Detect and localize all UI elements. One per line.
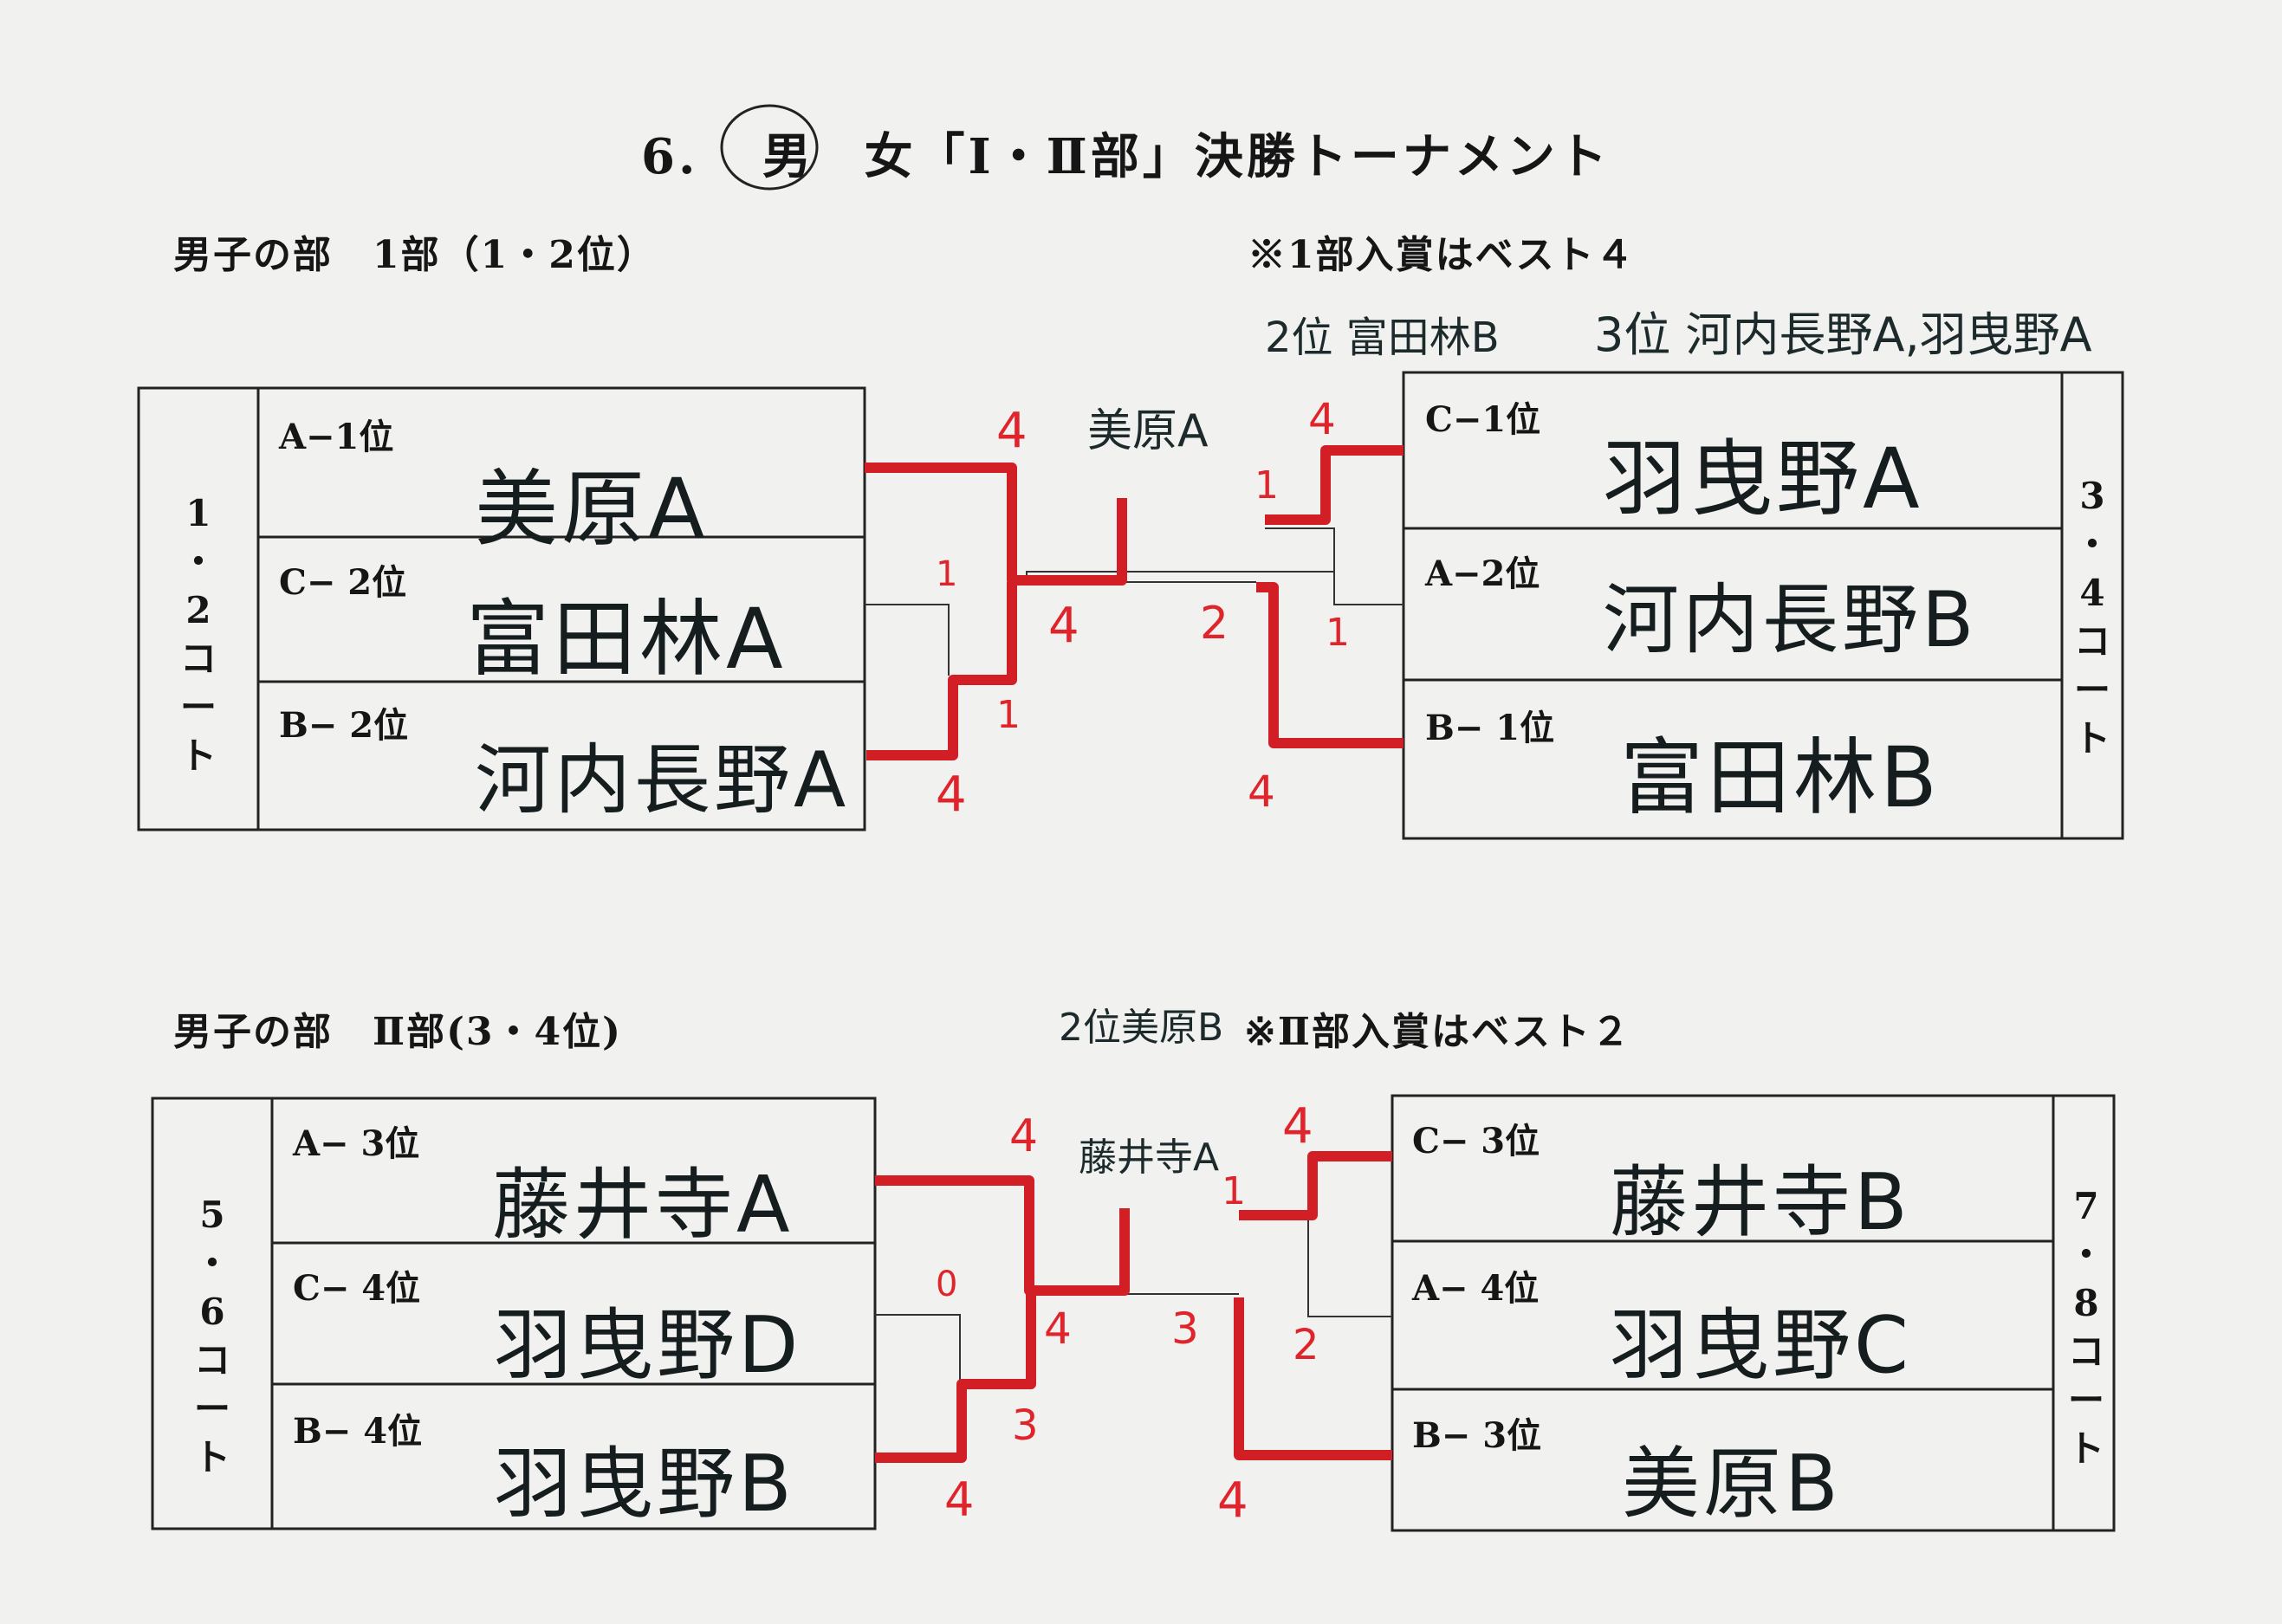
- d2-left-seed-2: C− 4位: [293, 1268, 421, 1309]
- d1-right-winner-path: [1256, 582, 1404, 748]
- d2-score-l-bot-up: 3: [1012, 1401, 1039, 1450]
- d2-left-team-2: 羽曳野D: [494, 1300, 802, 1391]
- d2-result-2nd: 2位美原B: [1059, 1006, 1224, 1050]
- d2-right-seed-2: A− 4位: [1412, 1268, 1540, 1309]
- d1-right-team-2: 河内長野B: [1603, 575, 1978, 664]
- d2-score-r-mid2: 2: [1293, 1321, 1319, 1369]
- d1-right-team-3: 富田林B: [1620, 729, 1941, 826]
- d1-left-team-3: 河内長野A: [475, 735, 850, 825]
- d2-right-table: [1391, 1094, 2116, 1532]
- d1-left-seed-1: A−1位: [279, 417, 394, 457]
- d1-score-l-top: 4: [996, 403, 1028, 459]
- d1-score-r-mid2: 1: [1326, 611, 1350, 655]
- d1-result-2nd: 2位 富田林B: [1265, 314, 1500, 362]
- d2-score-r-final: 3: [1171, 1304, 1199, 1354]
- d2-right-team-2: 羽曳野C: [1610, 1300, 1912, 1391]
- d2-score-r-top: 4: [1282, 1098, 1313, 1155]
- d1-result-3rd: 3位 河内長野A,羽曳野A: [1594, 307, 2092, 362]
- d1-left-team-1: 美原A: [475, 461, 709, 558]
- d2-left-team-3: 羽曳野B: [494, 1439, 795, 1530]
- title-men: 男: [762, 128, 814, 185]
- d2-right-winner-path: [1234, 1297, 1392, 1460]
- title-number: 6.: [641, 128, 699, 185]
- d1-left-team-2: 富田林A: [466, 591, 787, 688]
- d1-right-seed-3: B− 1位: [1425, 708, 1555, 748]
- d1-right-seed-2: A−2位: [1425, 553, 1540, 594]
- d2-left-table: [151, 1097, 877, 1530]
- d2-score-l-mid: 0: [936, 1265, 958, 1304]
- d1-right-seed-1: C−1位: [1425, 399, 1541, 440]
- d1-left-seed-2: C− 2位: [279, 562, 407, 603]
- d2-score-r-bot: 4: [1217, 1472, 1248, 1529]
- d2-right-seed-1: C− 3位: [1412, 1121, 1540, 1161]
- d1-score-r-final: 2: [1200, 598, 1229, 650]
- d2-left-team-1: 藤井寺A: [492, 1160, 794, 1251]
- d1-right-team-1: 羽曳野A: [1603, 430, 1923, 527]
- d2-note: ※Ⅱ部入賞はベスト２: [1244, 1010, 1631, 1054]
- d2-right-team-3: 美原B: [1622, 1439, 1842, 1530]
- d2-right-seed-3: B− 3位: [1412, 1415, 1542, 1456]
- title-women: 女「Ⅰ・Ⅱ部」決勝トーナメント: [864, 128, 1611, 185]
- d1-score-r-mid1: 1: [1254, 463, 1279, 508]
- d2-score-l-bot: 4: [944, 1472, 975, 1527]
- d1-score-l-bot: 4: [936, 767, 967, 823]
- d2-score-r-mid1: 1: [1222, 1169, 1246, 1213]
- d1-heading: 男子の部 1部（1・2位）: [173, 233, 657, 277]
- d1-left-table: [137, 386, 866, 831]
- d1-left-seed-3: B− 2位: [279, 705, 409, 746]
- page-title: 6. 男 女「Ⅰ・Ⅱ部」決勝トーナメント: [641, 118, 1611, 188]
- d1-score-l-final: 4: [1048, 598, 1079, 654]
- d2-left-seed-1: A− 3位: [293, 1123, 420, 1164]
- d1-score-r-top: 4: [1308, 394, 1336, 444]
- d2-left-winner-path: [875, 1175, 1130, 1296]
- d2-heading: 男子の部 Ⅱ部(3・4位): [173, 1010, 622, 1054]
- d1-left-winner-path: [865, 463, 1127, 586]
- d1-score-r-bot: 4: [1248, 767, 1275, 817]
- d2-right-team-1: 藤井寺B: [1610, 1157, 1911, 1248]
- selected-men-circle: [720, 104, 819, 191]
- d1-score-l-bot-up: 1: [996, 693, 1021, 737]
- d2-score-l-top: 4: [1009, 1110, 1039, 1162]
- d1-note: ※1部入賞はベスト４: [1248, 233, 1636, 277]
- d2-winner: 藤井寺A: [1079, 1136, 1220, 1180]
- d2-score-l-final: 4: [1044, 1304, 1072, 1354]
- d2-left-seed-3: B− 4位: [293, 1411, 423, 1452]
- d1-score-l-mid: 1: [936, 554, 958, 594]
- d1-winner: 美原A: [1087, 405, 1209, 457]
